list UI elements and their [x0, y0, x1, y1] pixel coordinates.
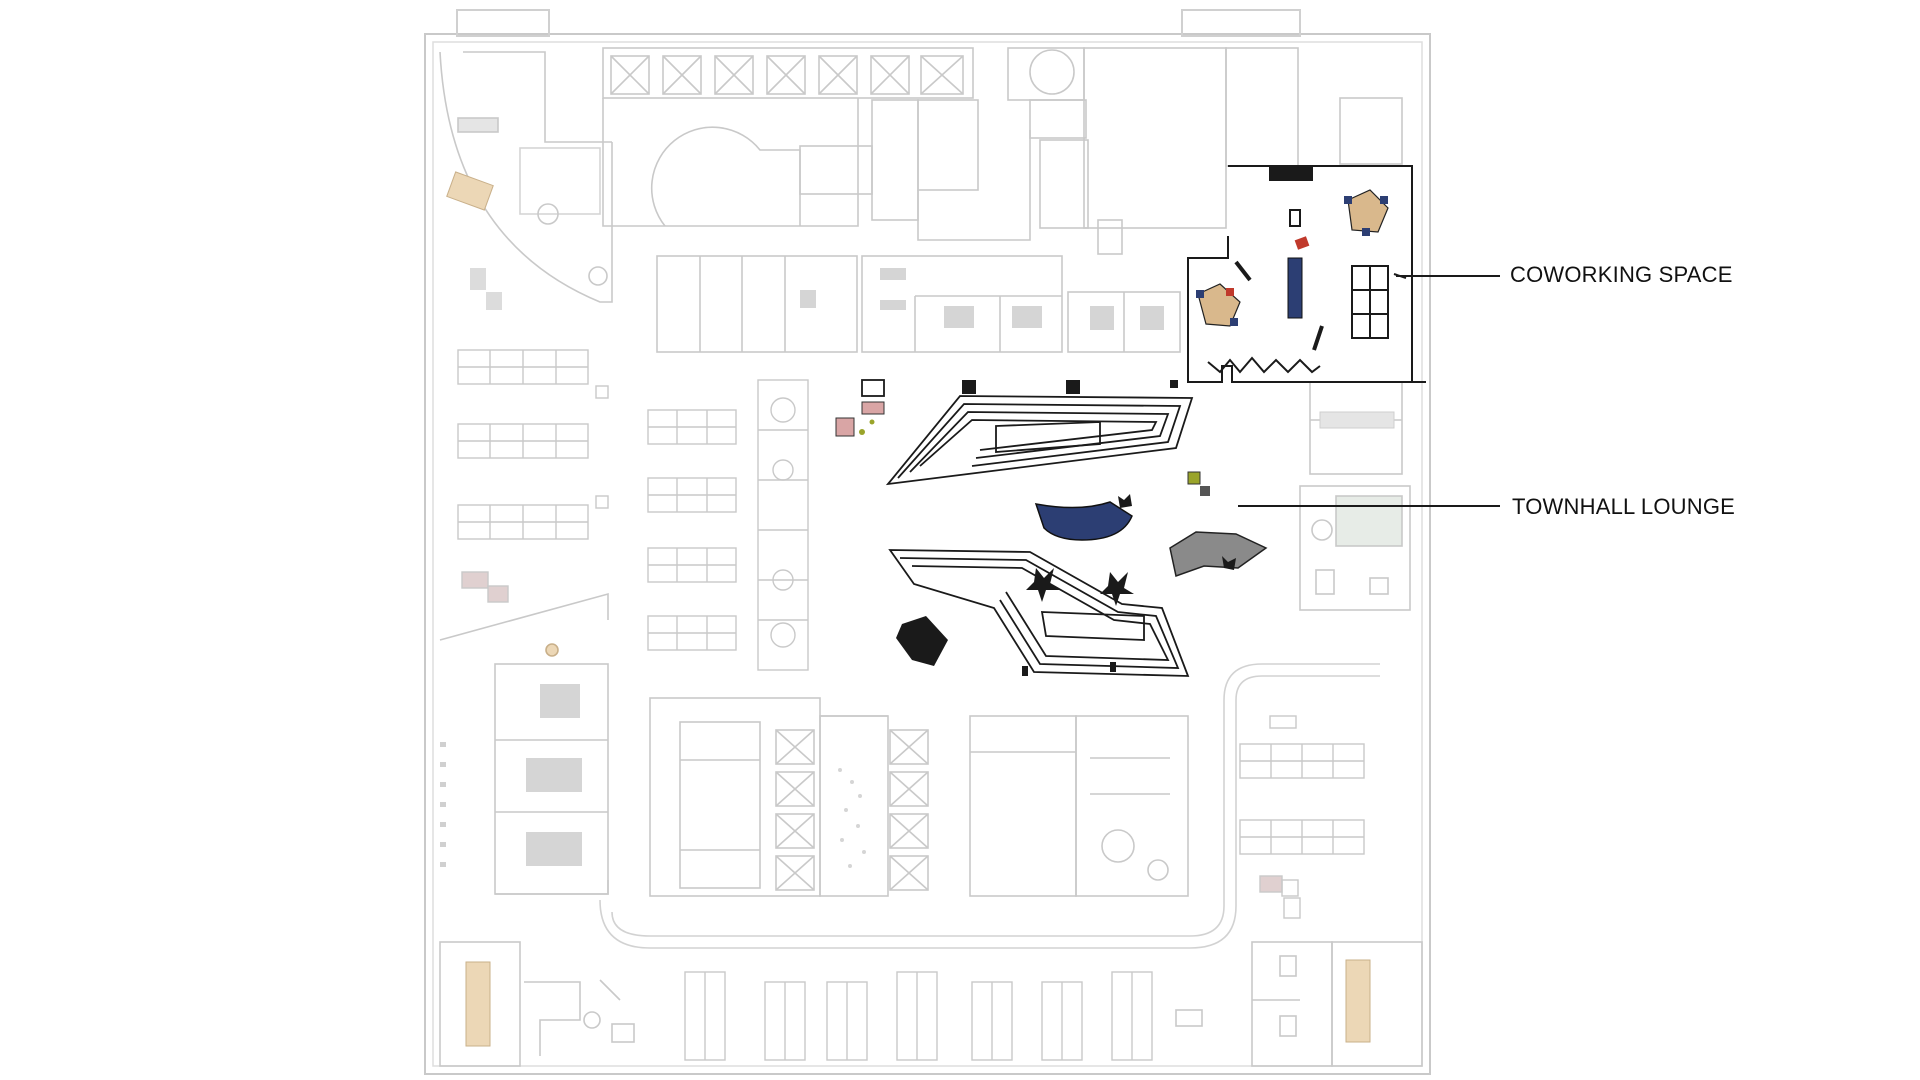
bottom-desk-row	[684, 971, 1153, 1061]
townhall-lounge-label: TOWNHALL LOUNGE	[1512, 494, 1736, 519]
elevator-icon	[775, 729, 929, 891]
lower-tiered-seating	[888, 549, 1190, 677]
bottom-core	[649, 697, 1189, 897]
left-window-marks	[440, 742, 446, 867]
townhall-lounge	[835, 379, 1268, 677]
chair-icon	[800, 268, 1164, 330]
desk-cluster-icon	[1239, 819, 1365, 855]
corridor-loop	[599, 663, 1380, 949]
upper-tiered-seating	[885, 395, 1194, 486]
center-left-desk-clusters	[647, 379, 809, 671]
wood-desk-cluster	[446, 171, 494, 211]
building-outline	[424, 9, 1431, 1075]
elevator-icon	[610, 55, 964, 95]
left-desk-clusters	[457, 268, 609, 603]
coworking-space	[1187, 165, 1426, 383]
desk-cluster-icon	[457, 349, 589, 385]
lower-left-rooms	[439, 592, 609, 895]
top-elevator-core	[602, 47, 1403, 255]
desk-cluster-icon	[457, 504, 589, 540]
desk-cluster-icon	[457, 423, 589, 459]
bottom-corner-rooms	[439, 941, 1423, 1067]
right-desk-clusters	[1239, 715, 1365, 919]
chair-icon	[1196, 196, 1388, 326]
small-lounge-pieces	[835, 379, 1210, 496]
lounge-sofa-icon	[1034, 501, 1268, 577]
desk-cluster-icon	[1239, 743, 1365, 779]
right-mid-rooms	[1299, 381, 1411, 611]
annotation-leaders	[1238, 275, 1500, 507]
coworking-space-label: COWORKING SPACE	[1510, 262, 1733, 287]
upper-offices	[656, 255, 1181, 353]
top-left-lounge	[439, 51, 613, 303]
